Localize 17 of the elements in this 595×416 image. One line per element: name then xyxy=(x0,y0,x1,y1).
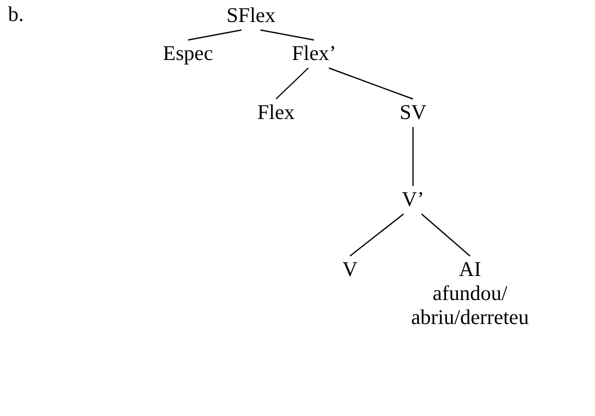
node-label: SFlex xyxy=(226,3,276,27)
node-label: SV xyxy=(400,100,426,124)
node-label: Flex’ xyxy=(292,41,336,65)
tree-branch xyxy=(350,214,404,256)
node-label: Espec xyxy=(162,41,214,65)
tree-branch xyxy=(260,29,314,41)
tree-branch xyxy=(188,29,242,41)
tree-branch xyxy=(328,67,414,100)
word-list: afundou/ abriu/derreteu xyxy=(395,281,545,329)
node-label: V xyxy=(342,257,358,281)
node-label: Flex xyxy=(257,100,295,124)
node-label: V’ xyxy=(402,187,424,211)
tree-branch xyxy=(421,214,470,256)
tree-branch xyxy=(412,127,414,186)
item-letter: b. xyxy=(8,2,24,26)
node-label: AI xyxy=(458,257,482,281)
tree-branch xyxy=(276,68,309,100)
